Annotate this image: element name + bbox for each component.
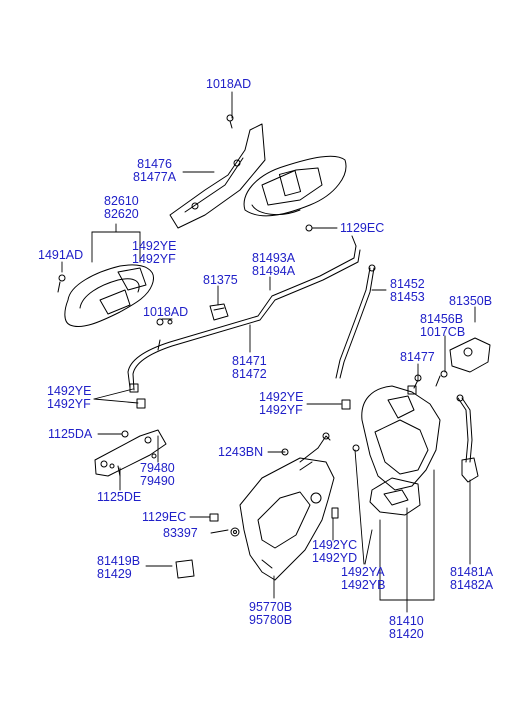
callout-1125de: 1125DE (97, 490, 142, 504)
callout-83397: 83397 (163, 526, 198, 540)
rod-clip (209, 303, 229, 321)
callout-81375: 81375 (203, 273, 238, 287)
fastener-screws (109, 319, 173, 469)
callout-1492ye-a: 1492YE 1492YF (132, 239, 177, 266)
lock-bracket (94, 429, 167, 477)
callout-1492yc: 1492YC 1492YD (312, 538, 358, 565)
label-plate (175, 559, 195, 579)
callout-1018ad-mid: 1018AD (143, 305, 189, 319)
callout-81476: 81476 81477A (133, 157, 177, 184)
callout-81471: 81471 81472 (232, 354, 267, 381)
callout-1125da: 1125DA (48, 427, 93, 441)
callout-1129ec-bot: 1129EC (142, 510, 187, 524)
latch-rod (456, 394, 479, 483)
callout-81350b: 81350B (449, 294, 493, 308)
callout-1243bn: 1243BN (218, 445, 264, 459)
callout-79480: 79480 79490 (140, 461, 175, 488)
callout-81419b: 81419B 81429 (97, 554, 141, 581)
outside-handle-assembly (169, 114, 347, 232)
actuator-cover (209, 432, 339, 581)
callout-81456b: 81456B 1017CB (420, 312, 466, 339)
rod-clips-left (129, 383, 146, 409)
callout-81410: 81410 81420 (389, 614, 424, 641)
callout-1492ye-b: 1492YE 1492YF (47, 384, 92, 411)
callout-81493a: 81493A 81494A (252, 251, 296, 278)
callout-82610: 82610 82620 (104, 194, 139, 221)
callout-1129ec-top: 1129EC (340, 221, 385, 235)
striker (435, 337, 491, 387)
callout-81481a: 81481A 81482A (450, 565, 494, 592)
inside-handle (57, 264, 164, 327)
callout-81477: 81477 (400, 350, 435, 364)
control-rods (127, 235, 376, 391)
callout-1018ad-top: 1018AD (206, 77, 252, 91)
leader-lines (61, 91, 476, 613)
callout-95770b: 95770B 95780B (249, 600, 293, 627)
callout-1492ya: 1492YA 1492YB (341, 565, 386, 592)
callout-1492ye-c: 1492YE 1492YF (259, 390, 304, 417)
callout-81452: 81452 81453 (390, 277, 425, 304)
door-latch-assembly (341, 374, 441, 516)
callout-1491ad: 1491AD (38, 248, 84, 262)
